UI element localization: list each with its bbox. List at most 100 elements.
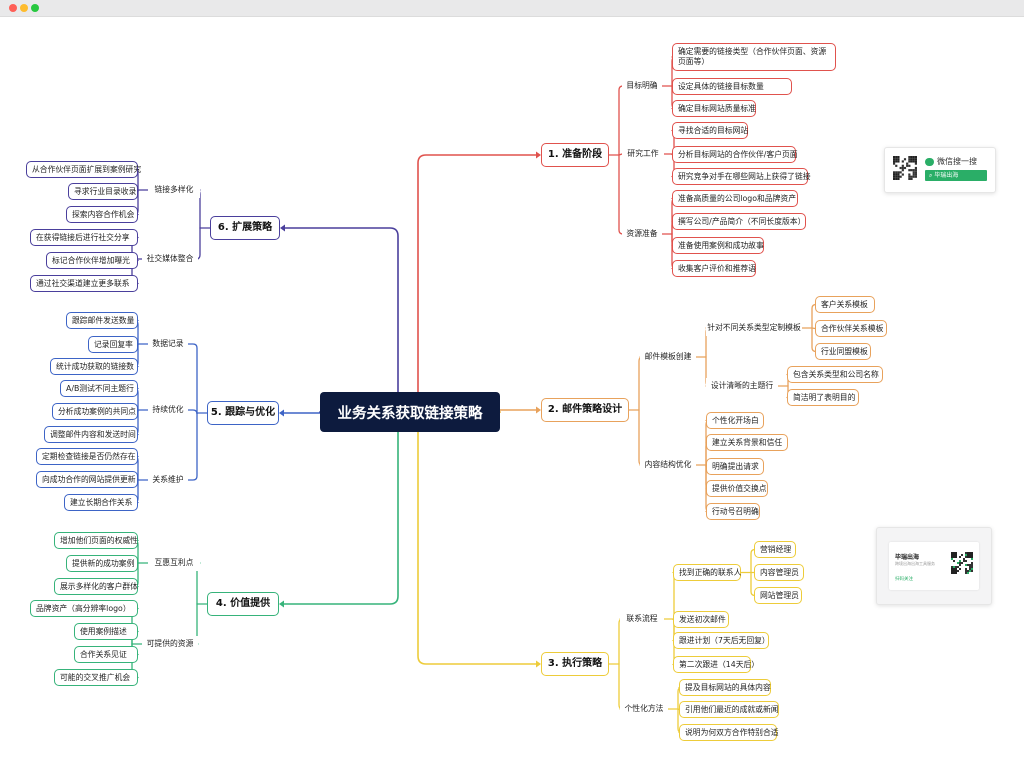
arrow-head-icon (536, 151, 541, 159)
group-b3-g1[interactable]: 联系流程 (620, 611, 664, 627)
leaf-node[interactable]: 营销经理 (754, 541, 796, 558)
leaf-node-label: 简洁明了表明目的 (793, 392, 856, 402)
leaf-node-label: 个性化开场白 (712, 415, 759, 425)
leaf-node[interactable]: 跟踪邮件发送数量 (66, 312, 138, 329)
leaf-node[interactable]: 第二次跟进（14天后） (673, 656, 759, 673)
group-b6-g1[interactable]: 链接多样化 (148, 182, 200, 198)
leaf-node[interactable]: 包含关系类型和公司名称 (787, 366, 883, 383)
leaf-node[interactable]: 分析成功案例的共同点 (52, 403, 138, 420)
leaf-node[interactable]: 定期检查链接是否仍然存在 (36, 448, 138, 465)
leaf-node-label: 说明为何双方合作特别合适 (685, 727, 779, 737)
connector-line (618, 85, 624, 156)
leaf-node[interactable]: 内容管理员 (754, 564, 804, 581)
leaf-node[interactable]: 提供价值交换点 (706, 480, 768, 497)
leaf-node[interactable]: 网站管理员 (754, 587, 802, 604)
leaf-node[interactable]: 寻求行业目录收录 (68, 183, 138, 200)
leaf-node[interactable]: 统计成功获取的链接数 (50, 358, 138, 375)
group-b2-g2-label: 内容结构优化 (644, 460, 692, 470)
connector-line (280, 411, 407, 605)
leaf-node[interactable]: 通过社交渠道建立更多联系 (30, 275, 138, 292)
leaf-node[interactable]: 合作关系见证 (74, 646, 138, 663)
leaf-node[interactable]: 说明为何双方合作特别合适 (679, 724, 779, 741)
leaf-node-label: 内容管理员 (760, 567, 799, 577)
group-b2-g2[interactable]: 内容结构优化 (640, 457, 696, 473)
leaf-node-label: 可能的交叉推广机会 (60, 672, 131, 682)
leaf-node[interactable]: 行动号召明确 (706, 503, 760, 520)
group-b6-g2[interactable]: 社交媒体整合 (142, 251, 198, 267)
leaf-node[interactable]: 从合作伙伴页面扩展到案例研究 (26, 161, 141, 178)
leaf-node[interactable]: 提及目标网站的具体内容 (679, 679, 771, 696)
leaf-node[interactable]: 合作伙伴关系模板 (815, 320, 887, 337)
leaf-node[interactable]: 明确提出请求 (706, 458, 764, 475)
leaf-node-label: 跟进计划（7天后无回复） (679, 635, 770, 645)
leaf-node[interactable]: 寻找合适的目标网站 (672, 122, 748, 139)
minimize-window-button[interactable] (20, 4, 28, 12)
leaf-node[interactable]: 在获得链接后进行社交分享 (30, 229, 138, 246)
branch-b1[interactable]: 1. 准备阶段 (541, 143, 609, 167)
wechat-search-pill[interactable]: ⌕ 毕瑞出海 (925, 170, 987, 181)
leaf-node[interactable]: 使用案例描述 (74, 623, 138, 640)
group-b1-g1[interactable]: 目标明确 (622, 78, 662, 94)
wechat-pill-text: 毕瑞出海 (934, 172, 959, 179)
leaf-node[interactable]: 分析目标网站的合作伙伴/客户页面 (672, 146, 798, 163)
group-b5-g2[interactable]: 持续优化 (148, 402, 188, 418)
leaf-node[interactable]: 展示多样化的客户群体 (54, 578, 138, 595)
leaf-node[interactable]: 调整邮件内容和发送时间 (44, 426, 138, 443)
leaf-node[interactable]: 确定需要的链接类型（合作伙伴页面、资源页面等） (672, 43, 836, 71)
mindmap-root-node[interactable]: 业务关系获取链接策略 (320, 392, 500, 432)
group-b1-g2[interactable]: 研究工作 (622, 146, 664, 162)
close-window-button[interactable] (9, 4, 17, 12)
leaf-node-label: 第二次跟进（14天后） (679, 659, 760, 669)
leaf-node[interactable]: 简洁明了表明目的 (787, 389, 859, 406)
leaf-node-label: 收集客户评价和推荐语 (678, 263, 756, 273)
group-b4-g1[interactable]: 互惠互利点 (148, 555, 200, 571)
branch-b6[interactable]: 6. 扩展策略 (210, 216, 280, 240)
leaf-node[interactable]: 建立长期合作关系 (64, 494, 138, 511)
group-b4-g2[interactable]: 可提供的资源 (142, 636, 198, 652)
group-b3-g2[interactable]: 个性化方法 (620, 701, 668, 717)
group-b2-g1[interactable]: 邮件模板创建 (640, 349, 696, 365)
leaf-node[interactable]: 准备使用案例和成功故事 (672, 237, 764, 254)
branch-b2[interactable]: 2. 邮件策略设计 (541, 398, 629, 422)
leaf-node-label: 展示多样化的客户群体 (60, 581, 138, 591)
leaf-node[interactable]: 个性化开场白 (706, 412, 764, 429)
leaf-node[interactable]: 提供新的成功案例 (66, 555, 138, 572)
subgroup-b3-g1-s1[interactable]: 找到正确的联系人 (673, 564, 741, 581)
leaf-node[interactable]: 发送初次邮件 (673, 611, 729, 628)
leaf-node-label: 确定需要的链接类型（合作伙伴页面、资源页面等） (678, 47, 827, 66)
leaf-node[interactable]: 行业同盟模板 (815, 343, 871, 360)
subgroup-b2-g1-s2[interactable]: 设计清晰的主题行 (706, 378, 778, 394)
leaf-node[interactable]: 向成功合作的网站提供更新 (36, 471, 138, 488)
leaf-node[interactable]: 收集客户评价和推荐语 (672, 260, 756, 277)
leaf-node[interactable]: 引用他们最近的成就或新闻 (679, 701, 779, 718)
leaf-node[interactable]: 研究竞争对手在哪些网站上获得了链接 (672, 168, 811, 185)
leaf-node[interactable]: 探索内容合作机会 (66, 206, 138, 223)
subgroup-b2-g1-s1[interactable]: 针对不同关系类型定制模板 (706, 320, 802, 336)
branch-b3[interactable]: 3. 执行策略 (541, 652, 609, 676)
maximize-window-button[interactable] (31, 4, 39, 12)
branch-b4[interactable]: 4. 价值提供 (207, 592, 279, 616)
leaf-node-label: 提及目标网站的具体内容 (685, 682, 771, 692)
leaf-node-label: 通过社交渠道建立更多联系 (36, 278, 130, 288)
leaf-node[interactable]: 建立关系背景和信任 (706, 434, 788, 451)
leaf-node[interactable]: A/B测试不同主题行 (60, 380, 138, 397)
leaf-node[interactable]: 撰写公司/产品简介（不同长度版本） (672, 213, 806, 230)
leaf-node[interactable]: 设定具体的链接目标数量 (672, 78, 792, 95)
branch-b6-label: 6. 扩展策略 (217, 221, 273, 233)
leaf-node[interactable]: 可能的交叉推广机会 (54, 669, 138, 686)
subgroup-b2-g1-s2-label: 设计清晰的主题行 (710, 381, 774, 391)
group-b5-g1[interactable]: 数据记录 (148, 336, 188, 352)
branch-b5[interactable]: 5. 跟踪与优化 (207, 401, 279, 425)
leaf-node[interactable]: 客户关系模板 (815, 296, 875, 313)
leaf-node[interactable]: 增加他们页面的权威性 (54, 532, 138, 549)
leaf-node[interactable]: 跟进计划（7天后无回复） (673, 632, 770, 649)
leaf-node[interactable]: 准备高质量的公司logo和品牌资产 (672, 190, 798, 207)
branch-b4-label: 4. 价值提供 (215, 597, 271, 609)
qr-code-icon (893, 156, 917, 180)
leaf-node[interactable]: 确定目标网站质量标准 (672, 100, 756, 117)
group-b5-g3[interactable]: 关系维护 (148, 472, 188, 488)
group-b1-g3[interactable]: 资源准备 (622, 226, 662, 242)
leaf-node[interactable]: 记录回复率 (88, 336, 138, 353)
leaf-node[interactable]: 标记合作伙伴增加曝光 (46, 252, 138, 269)
leaf-node[interactable]: 品牌资产（高分辨率logo） (30, 600, 138, 617)
